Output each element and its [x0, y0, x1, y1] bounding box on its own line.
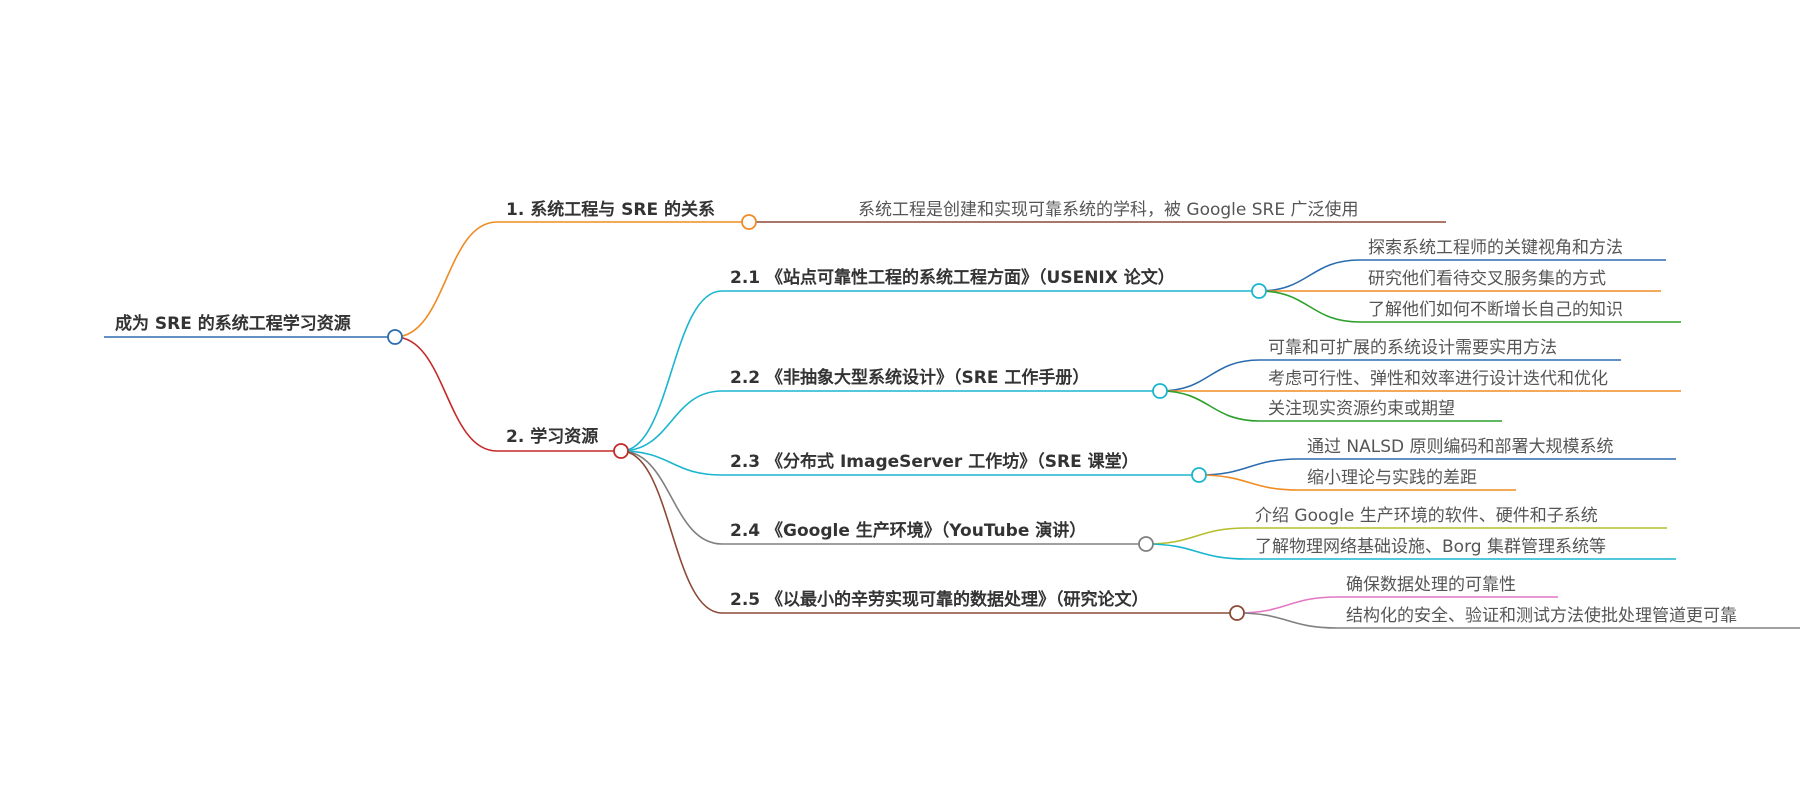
resource-2-node-circle[interactable]	[1152, 383, 1168, 399]
resource-1-node-circle[interactable]	[1251, 283, 1267, 299]
root-node-label[interactable]: 成为 SRE 的系统工程学习资源	[115, 314, 351, 334]
edge-root-to-branch-1	[394, 221, 498, 338]
edge-resource-3-leaf-1	[1198, 458, 1300, 476]
leaf-systems-engineering-definition[interactable]: 系统工程是创建和实现可靠系统的学科，被 Google SRE 广泛使用	[858, 200, 1359, 220]
resource-2-5-label[interactable]: 2.5 《以最小的辛劳实现可靠的数据处理》（研究论文）	[730, 590, 1149, 610]
leaf-2-1-a[interactable]: 探索系统工程师的关键视角和方法	[1368, 238, 1623, 258]
edge-resource-5-leaf-2	[1236, 612, 1339, 629]
edge-branch-2-to-resource-2	[620, 390, 723, 452]
edge-resource-2-leaf-3	[1159, 390, 1261, 422]
leaf-2-2-c[interactable]: 关注现实资源约束或期望	[1268, 399, 1455, 419]
leaf-2-1-b[interactable]: 研究他们看待交叉服务集的方式	[1368, 269, 1606, 289]
leaf-2-3-b[interactable]: 缩小理论与实践的差距	[1307, 468, 1477, 488]
branch-learning-resources-label[interactable]: 2. 学习资源	[506, 427, 599, 447]
edge-resource-1-leaf-1	[1258, 259, 1361, 292]
edge-resource-2-leaf-1	[1159, 359, 1261, 392]
edge-branch-2-to-resource-5	[620, 450, 723, 614]
edge-branch-2-to-resource-3	[620, 450, 723, 476]
connector-lines	[394, 221, 1361, 629]
leaf-2-4-a[interactable]: 介绍 Google 生产环境的软件、硬件和子系统	[1255, 506, 1598, 526]
leaf-2-4-b[interactable]: 了解物理网络基础设施、Borg 集群管理系统等	[1255, 537, 1606, 557]
resource-5-node-circle[interactable]	[1229, 605, 1245, 621]
node-circles	[387, 214, 1267, 621]
node-underlines	[104, 221, 1800, 629]
edge-branch-2-to-resource-1	[620, 290, 723, 452]
edge-resource-4-leaf-1	[1145, 527, 1248, 545]
edge-branch-2-to-resource-4	[620, 450, 723, 545]
resource-2-3-label[interactable]: 2.3 《分布式 ImageServer 工作坊》（SRE 课堂）	[730, 452, 1139, 472]
resource-3-node-circle[interactable]	[1191, 467, 1207, 483]
resource-4-node-circle[interactable]	[1138, 536, 1154, 552]
leaf-2-5-b[interactable]: 结构化的安全、验证和测试方法使批处理管道更可靠	[1346, 606, 1737, 626]
leaf-2-2-a[interactable]: 可靠和可扩展的系统设计需要实用方法	[1268, 338, 1557, 358]
branch-1-node-circle[interactable]	[741, 214, 757, 230]
edge-resource-1-leaf-3	[1258, 290, 1361, 323]
leaf-2-2-b[interactable]: 考虑可行性、弹性和效率进行设计迭代和优化	[1268, 369, 1608, 389]
leaf-2-5-a[interactable]: 确保数据处理的可靠性	[1346, 575, 1516, 595]
leaf-2-1-c[interactable]: 了解他们如何不断增长自己的知识	[1368, 300, 1623, 320]
leaf-2-3-a[interactable]: 通过 NALSD 原则编码和部署大规模系统	[1307, 437, 1614, 457]
edge-root-to-branch-2	[394, 336, 498, 452]
edge-resource-4-leaf-2	[1145, 543, 1248, 560]
resource-2-2-label[interactable]: 2.2 《非抽象大型系统设计》（SRE 工作手册）	[730, 368, 1090, 388]
resource-2-1-label[interactable]: 2.1 《站点可靠性工程的系统工程方面》（USENIX 论文）	[730, 268, 1175, 288]
root-node-circle[interactable]	[387, 329, 403, 345]
branch-systems-engineering-label[interactable]: 1. 系统工程与 SRE 的关系	[506, 200, 715, 220]
edge-resource-3-leaf-2	[1198, 474, 1300, 491]
edge-resource-5-leaf-1	[1236, 596, 1339, 614]
resource-2-4-label[interactable]: 2.4 《Google 生产环境》（YouTube 演讲）	[730, 521, 1087, 541]
branch-2-node-circle[interactable]	[613, 443, 629, 459]
